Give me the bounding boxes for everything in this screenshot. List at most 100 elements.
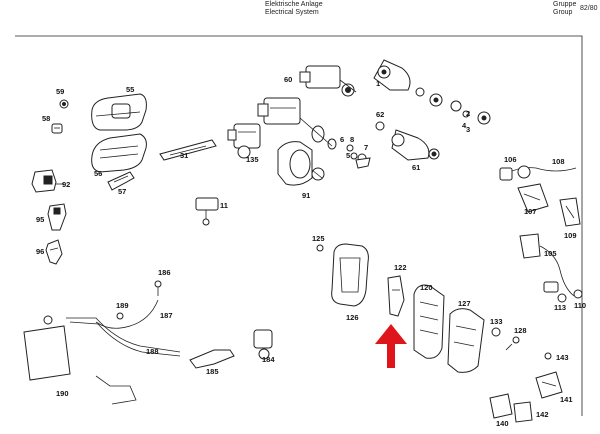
title-german: Elektrische Anlage <box>265 1 323 8</box>
callout-8: 8 <box>350 135 354 144</box>
callout-108: 108 <box>552 157 565 166</box>
part-105-lamp <box>519 233 575 297</box>
callout-31: 31 <box>180 151 188 160</box>
part-125-screw <box>316 244 324 252</box>
callout-61: 61 <box>412 163 420 172</box>
callout-57: 57 <box>118 187 126 196</box>
callout-110: 110 <box>574 301 586 310</box>
part-186-screw <box>154 280 162 296</box>
part-107-lens <box>517 183 549 213</box>
part-120-lamp <box>413 284 445 359</box>
part-1-lighter <box>373 59 443 107</box>
part-60-switch <box>299 65 357 97</box>
part-184-switch <box>253 329 273 360</box>
frame-border <box>15 35 583 416</box>
part-62-washer <box>375 121 385 131</box>
callout-95: 95 <box>36 215 44 224</box>
part-11-switch <box>195 197 219 226</box>
callout-128: 128 <box>514 326 527 335</box>
callout-113: 113 <box>554 303 566 312</box>
part-109-lens <box>559 197 581 227</box>
callout-141: 141 <box>560 395 573 404</box>
callout-109: 109 <box>564 231 577 240</box>
callout-187: 187 <box>160 311 173 320</box>
part-189-washer <box>116 312 124 320</box>
callout-142: 142 <box>536 410 549 419</box>
callout-143: 143 <box>556 353 569 362</box>
title-english: Electrical System <box>265 9 319 16</box>
callout-2: 2 <box>466 109 470 118</box>
part-190-bag <box>23 315 137 405</box>
callout-107: 107 <box>524 207 537 216</box>
part-59 <box>59 99 69 109</box>
group-label-english: Group <box>553 9 573 16</box>
callout-106: 106 <box>504 155 517 164</box>
part-56-lens <box>91 133 147 173</box>
callout-185: 185 <box>206 367 219 376</box>
part-135-switch <box>227 123 261 159</box>
part-4-ring <box>462 110 470 118</box>
group-label-german: Gruppe <box>553 1 577 8</box>
callout-125: 125 <box>312 234 325 243</box>
group-number: 82/80 <box>580 5 598 12</box>
callout-188: 188 <box>146 347 159 356</box>
callout-190: 190 <box>56 389 69 398</box>
part-127-lens <box>447 308 485 373</box>
part-95 <box>47 203 67 231</box>
part-141-lamp <box>535 371 563 399</box>
callout-122: 122 <box>394 263 407 272</box>
callout-127: 127 <box>458 299 471 308</box>
part-106-108-harness <box>499 165 577 181</box>
callout-96: 96 <box>36 247 44 256</box>
part-113-110 <box>543 281 583 303</box>
callout-184: 184 <box>262 355 275 364</box>
callout-186: 186 <box>158 268 171 277</box>
arrow-up-icon <box>375 324 407 368</box>
callout-133: 133 <box>490 317 503 326</box>
part-188-cable <box>66 317 181 357</box>
callout-60: 60 <box>284 75 292 84</box>
part-6-8-5-7 <box>346 144 371 169</box>
callout-3: 3 <box>466 125 470 134</box>
part-switch-assembly <box>257 97 337 150</box>
callout-135: 135 <box>246 155 259 164</box>
callout-189: 189 <box>116 301 129 310</box>
part-61-lighter <box>391 129 440 161</box>
part-128-screw <box>505 336 520 351</box>
callout-5: 5 <box>346 151 350 160</box>
callout-6: 6 <box>340 135 344 144</box>
callout-120: 120 <box>420 283 433 292</box>
callout-11: 11 <box>220 201 228 210</box>
part-133-washer <box>491 327 501 337</box>
callout-7: 7 <box>364 143 368 152</box>
callout-140: 140 <box>496 419 509 428</box>
callout-56: 56 <box>94 169 102 178</box>
callout-92: 92 <box>62 180 70 189</box>
part-3-knob <box>477 111 491 125</box>
part-57-bracket <box>107 171 135 191</box>
callout-58: 58 <box>42 114 50 123</box>
callout-62: 62 <box>376 110 384 119</box>
callout-4: 4 <box>462 121 467 130</box>
part-140-lens <box>489 393 513 419</box>
part-58 <box>51 123 63 134</box>
callout-91: 91 <box>302 191 310 200</box>
callout-59: 59 <box>56 87 64 96</box>
callout-126: 126 <box>346 313 359 322</box>
part-96 <box>45 239 63 265</box>
part-143-screw <box>544 352 552 360</box>
callout-55: 55 <box>126 85 134 94</box>
part-31-strip <box>159 139 217 161</box>
part-126-gasket <box>331 243 369 307</box>
part-55-lamp <box>91 93 147 131</box>
part-2-ring <box>450 100 462 112</box>
callout-1: 1 <box>376 79 380 88</box>
header: Elektrische Anlage Electrical System Gru… <box>0 0 600 22</box>
callout-105: 105 <box>544 249 557 258</box>
part-142-lens <box>513 401 533 423</box>
part-122-bracket <box>387 275 405 317</box>
part-91-knob <box>277 141 325 186</box>
part-185-bracket <box>189 349 235 369</box>
